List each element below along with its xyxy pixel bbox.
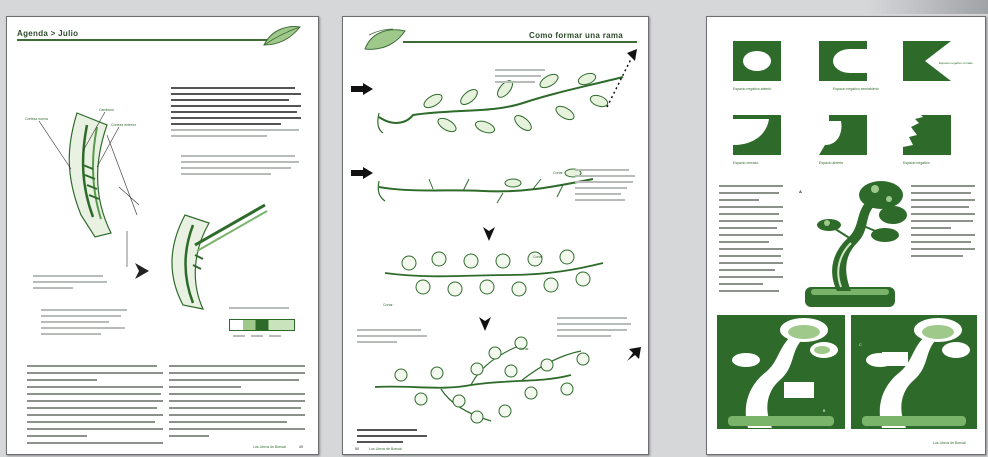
shape-ragged xyxy=(903,115,951,155)
shape-curve-1 xyxy=(733,115,781,155)
bonsai-illustration-a xyxy=(789,175,907,311)
label-cortar-3: Cortar xyxy=(533,255,543,259)
label-cortar-4: Cortar xyxy=(519,347,529,351)
label-shape-5: Espacio abierto xyxy=(819,161,843,165)
arrow-up-right-icon xyxy=(627,347,641,361)
page-header: Como formar una rama xyxy=(529,31,623,40)
page-number: 49 xyxy=(299,445,303,449)
page-footer: Los Libros de Bonsái xyxy=(933,441,966,445)
magazine-page-right[interactable]: Espacio negativo abierto Espacio negativ… xyxy=(706,16,986,455)
arrow-right-icon xyxy=(351,167,373,179)
leaf-illustration xyxy=(363,25,407,53)
branch-illustration-3 xyxy=(379,239,609,309)
arrow-right-icon xyxy=(351,83,373,95)
page-number: 50 xyxy=(355,447,359,451)
branch-illustration-4 xyxy=(371,335,611,429)
label-cortar-1: Cortar xyxy=(553,171,563,175)
label-shape-6: Espacio negativo xyxy=(903,161,930,165)
header-rule xyxy=(403,41,637,43)
page-footer: Los Libros de Bonsái xyxy=(369,447,402,451)
grafting-illustration xyxy=(155,205,275,315)
label-shape-2: Espacio negativo semiabierto xyxy=(833,87,879,91)
bonsai-panel-c xyxy=(851,315,977,429)
branch-illustration-1 xyxy=(373,57,643,157)
label-b: B xyxy=(823,409,825,413)
shape-curve-2 xyxy=(819,115,867,155)
background-gradient xyxy=(868,0,988,14)
page-footer: Los Libros de Bonsái xyxy=(253,445,286,449)
label-shape-3: Espacio negativo cerrado xyxy=(939,61,973,65)
arrow-right-icon xyxy=(135,263,149,279)
dotted-growth-arrow xyxy=(605,49,639,109)
label-cortar-2: Cortar xyxy=(383,303,393,307)
arrow-down-icon xyxy=(479,317,491,331)
label-c: C xyxy=(859,343,862,347)
bonsai-panel-b xyxy=(717,315,845,429)
label-a: A xyxy=(799,189,802,194)
label-shape-1: Espacio negativo abierto xyxy=(733,87,771,91)
shape-semiopen-space xyxy=(819,41,867,81)
shape-closed-space xyxy=(733,41,781,81)
magazine-page-left[interactable]: Agenda > Julio Corteza nueva Cambium Cor… xyxy=(6,16,319,455)
label-shape-4: Espacio cerrado xyxy=(733,161,758,165)
magazine-page-center[interactable]: Como formar una rama xyxy=(342,16,649,455)
